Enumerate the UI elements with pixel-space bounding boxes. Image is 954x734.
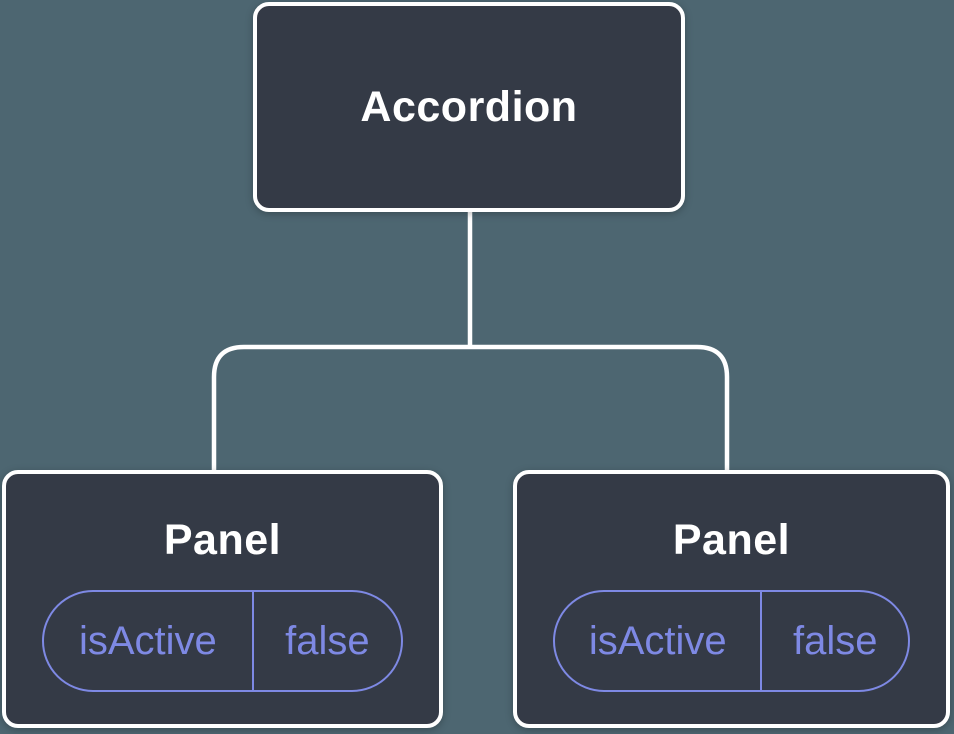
panel-left-label: Panel (163, 516, 282, 564)
state-value: false (285, 619, 370, 663)
accordion-node-label: Accordion (360, 82, 578, 131)
component-node-accordion: Accordion (253, 2, 685, 212)
panel-left-state-pill: isActive false (42, 590, 403, 692)
panel-right-label: Panel (672, 516, 791, 564)
connector-branch (211, 344, 730, 472)
component-node-panel-left: Panel isActive false (2, 470, 443, 728)
state-value: false (792, 619, 878, 663)
state-name: isActive (555, 592, 763, 690)
panel-right-state-pill: isActive false (553, 590, 910, 692)
state-name: isActive (44, 592, 254, 690)
component-node-panel-right: Panel isActive false (513, 470, 950, 728)
